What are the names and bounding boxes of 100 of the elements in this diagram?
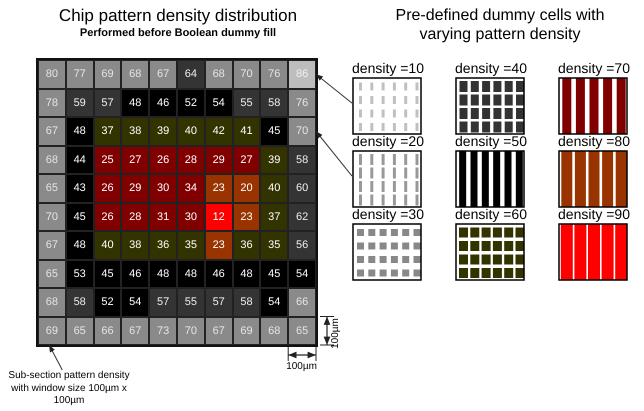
dummy-cell: [558, 206, 628, 281]
density-cell: 48: [121, 88, 150, 117]
density-cell: 40: [177, 117, 205, 146]
density-cell: 38: [121, 231, 150, 260]
density-cell: 60: [288, 174, 316, 202]
note: Sub-section pattern density with window size 100µm x 100µm: [2, 370, 136, 408]
density-cell: 39: [149, 117, 177, 146]
density-cell: 41: [232, 117, 260, 146]
density-label: density =20: [352, 133, 424, 149]
density-cell: 78: [38, 88, 66, 117]
density-cell: 35: [260, 231, 288, 260]
density-cell: 25: [94, 146, 122, 174]
subtitle: Performed before Boolean dummy fill: [78, 27, 278, 39]
density-cell: 45: [260, 260, 288, 288]
density-cell: 70: [288, 117, 316, 146]
density-cell: 64: [177, 60, 205, 88]
density-cell: 68: [38, 288, 66, 316]
density-cell: 55: [232, 88, 260, 117]
density-cell: 70: [232, 60, 260, 88]
density-cell: 69: [232, 316, 260, 345]
density-label: density =60: [455, 206, 527, 222]
density-label: density =30: [352, 206, 424, 222]
density-cell: 36: [232, 231, 260, 260]
density-cell: 57: [149, 288, 177, 316]
density-label: density =70: [558, 60, 630, 76]
density-cell: 67: [38, 117, 66, 146]
density-label: density =40: [455, 60, 527, 76]
density-cell: 58: [260, 88, 288, 117]
density-cell: 29: [121, 174, 150, 202]
density-cell: 46: [149, 88, 177, 117]
density-cell: 67: [149, 60, 177, 88]
density-cell: 65: [38, 174, 66, 202]
density-cell: 28: [177, 146, 205, 174]
density-cell: 53: [66, 260, 94, 288]
density-cell: 69: [38, 316, 66, 345]
density-cell: 48: [149, 260, 177, 288]
dummy-cell: [455, 206, 525, 281]
density-cell: 30: [177, 202, 205, 231]
dummy-cell: [455, 60, 525, 135]
density-cell: 62: [288, 202, 316, 231]
density-cell: 65: [288, 316, 316, 345]
density-cell: 54: [204, 88, 233, 117]
density-cell: 80: [38, 60, 66, 88]
density-cell: 38: [121, 117, 150, 146]
density-cell: 68: [38, 146, 66, 174]
leader-arrow: [48, 344, 63, 370]
density-cell: 37: [94, 117, 122, 146]
density-cell: 23: [232, 202, 260, 231]
density-cell: 40: [94, 231, 122, 260]
dummy-cell: [558, 60, 628, 135]
density-cell: 68: [121, 60, 150, 88]
density-cell: 27: [232, 146, 260, 174]
density-cell: 34: [177, 174, 205, 202]
density-cell: 54: [121, 288, 150, 316]
density-cell: 73: [149, 316, 177, 345]
dummy-cell: [455, 133, 525, 208]
density-cell: 55: [177, 288, 205, 316]
density-cell: 45: [94, 260, 122, 288]
density-cell: 39: [260, 146, 288, 174]
density-cell: 35: [177, 231, 205, 260]
density-cell: 23: [204, 174, 233, 202]
density-cell: 48: [177, 260, 205, 288]
density-cell: 29: [204, 146, 233, 174]
density-cell: 76: [288, 88, 316, 117]
density-cell: 58: [288, 146, 316, 174]
density-cell: 54: [260, 288, 288, 316]
density-cell: 65: [38, 260, 66, 288]
density-cell: 26: [149, 146, 177, 174]
density-cell: 44: [66, 146, 94, 174]
density-cell: 58: [66, 288, 94, 316]
density-cell: 67: [204, 316, 233, 345]
density-cell: 52: [94, 288, 122, 316]
leader-arrow: [315, 130, 352, 177]
density-cell: 68: [260, 316, 288, 345]
density-cell: 67: [121, 316, 150, 345]
density-cell: 70: [177, 316, 205, 345]
density-label: density =10: [352, 60, 424, 76]
density-cell: 23: [204, 231, 233, 260]
density-cell: 66: [288, 288, 316, 316]
density-cell: 46: [204, 260, 233, 288]
density-cell: 67: [38, 231, 66, 260]
density-cell: 37: [260, 202, 288, 231]
density-cell: 58: [232, 288, 260, 316]
density-cell: 69: [94, 60, 122, 88]
dimension-label: 100µm: [286, 361, 317, 372]
density-cell: 57: [94, 88, 122, 117]
density-cell: 46: [121, 260, 150, 288]
density-cell: 65: [66, 316, 94, 345]
title: Chip pattern density distribution: [58, 6, 298, 26]
density-cell: 59: [66, 88, 94, 117]
density-cell: 45: [66, 202, 94, 231]
density-cell: 26: [94, 202, 122, 231]
leader-arrow: [315, 74, 352, 104]
dummy-cell: [352, 133, 422, 208]
density-cell: 54: [288, 260, 316, 288]
density-cell: 31: [149, 202, 177, 231]
density-cell: 27: [121, 146, 150, 174]
density-cell: 45: [260, 117, 288, 146]
density-cell: 68: [204, 60, 233, 88]
dummy-cell: [558, 133, 628, 208]
